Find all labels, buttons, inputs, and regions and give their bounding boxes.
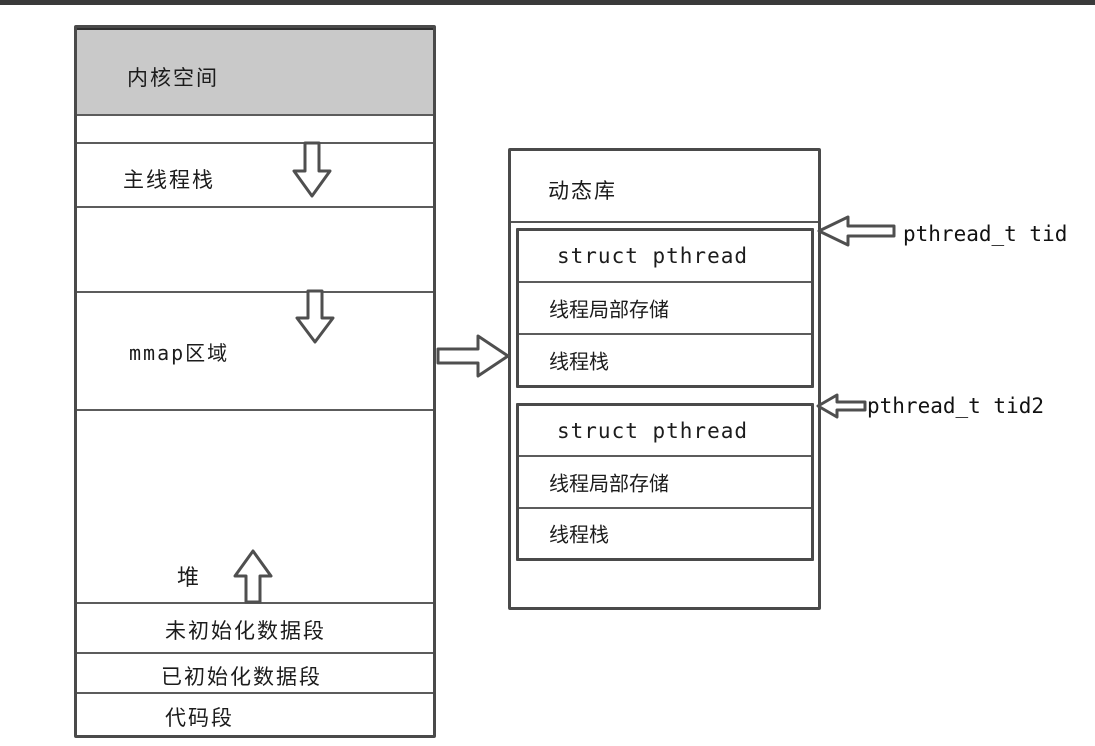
thread-stack-row: 线程栈 (519, 335, 811, 385)
data-segment-section: 已初始化数据段 (77, 654, 433, 694)
thread-local-storage-row: 线程局部存储 (519, 457, 811, 509)
data-segment-label: 已初始化数据段 (161, 665, 322, 689)
heap-label: 堆 (177, 566, 202, 591)
process-memory-box: 内核空间 主线程栈 mmap区域 堆 未初始化数据段 已初始化数据段 代码段 (74, 25, 436, 738)
dynamic-library-title-row: 动态库 (511, 151, 818, 223)
thread-block-1: struct pthread 线程局部存储 线程栈 (516, 228, 814, 388)
main-thread-stack-label: 主线程栈 (123, 168, 215, 192)
down-arrow-icon (295, 289, 335, 345)
empty-section (77, 116, 433, 144)
mmap-region-section: mmap区域 (77, 293, 433, 411)
right-arrow-icon (436, 331, 511, 381)
main-thread-stack-section: 主线程栈 (77, 144, 433, 208)
struct-pthread-label: struct pthread (557, 418, 749, 443)
thread-local-storage-row: 线程局部存储 (519, 283, 811, 335)
struct-pthread-row: struct pthread (519, 231, 811, 283)
left-arrow-icon (816, 214, 896, 248)
bss-label: 未初始化数据段 (165, 619, 326, 643)
dynamic-library-label: 动态库 (548, 179, 617, 203)
mmap-region-label: mmap区域 (129, 341, 230, 365)
struct-pthread-label: struct pthread (557, 244, 749, 268)
pthread-tid-label: pthread_t tid (903, 222, 1068, 246)
pthread-tid2-label: pthread_t tid2 (867, 394, 1045, 418)
up-arrow-icon (232, 549, 274, 605)
thread-stack-row: 线程栈 (519, 509, 811, 558)
struct-pthread-row: struct pthread (519, 406, 811, 458)
empty-section (77, 208, 433, 293)
dynamic-library-box: 动态库 struct pthread 线程局部存储 线程栈 struct pth… (508, 148, 821, 610)
bss-section: 未初始化数据段 (77, 604, 433, 654)
top-border-bar (0, 0, 1095, 5)
thread-block-2: struct pthread 线程局部存储 线程栈 (516, 403, 814, 561)
thread-local-storage-label: 线程局部存储 (549, 471, 669, 496)
kernel-space-section: 内核空间 (77, 28, 433, 116)
kernel-space-label: 内核空间 (127, 66, 219, 90)
down-arrow-icon (291, 141, 333, 199)
left-arrow-icon (815, 392, 867, 420)
thread-stack-label: 线程栈 (549, 349, 609, 374)
code-segment-section: 代码段 (77, 694, 433, 735)
thread-local-storage-label: 线程局部存储 (549, 297, 669, 322)
thread-stack-label: 线程栈 (549, 522, 609, 547)
code-segment-label: 代码段 (165, 706, 234, 730)
